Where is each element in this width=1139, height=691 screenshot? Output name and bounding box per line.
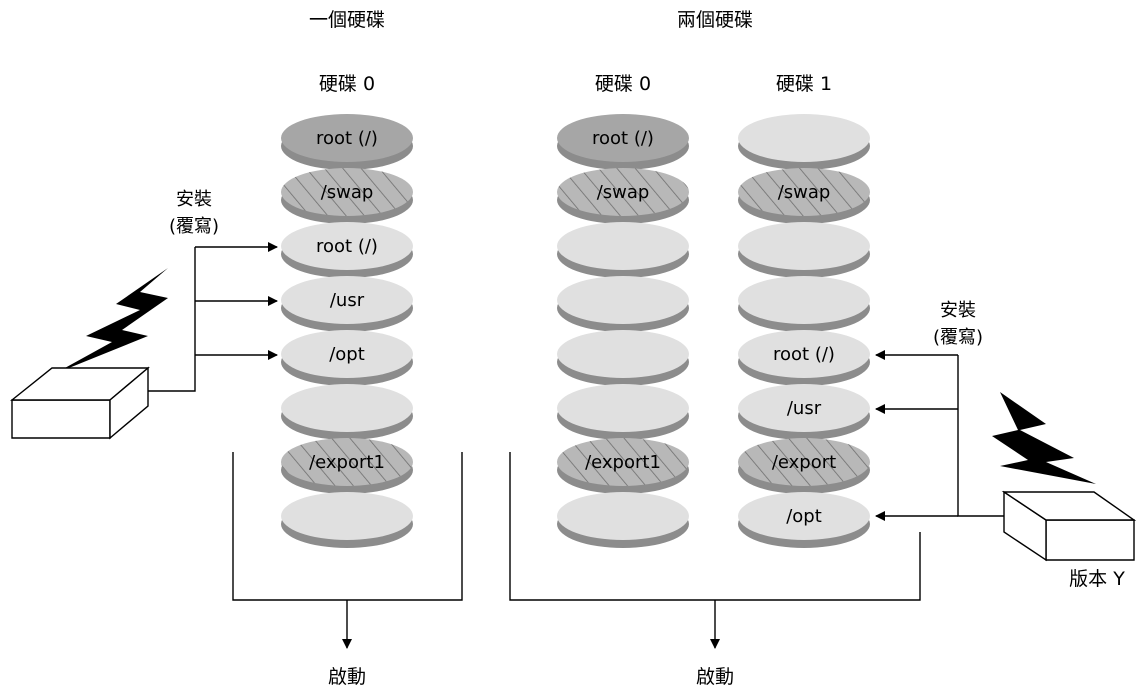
slice-label: /export1: [309, 452, 385, 473]
disk-platter: /opt: [738, 492, 870, 548]
disk-platter: /usr: [738, 384, 870, 440]
disk-platter: /swap: [738, 168, 870, 224]
disk-platter: [557, 384, 689, 440]
platter-face: [738, 384, 870, 432]
slice-label: /swap: [778, 182, 831, 203]
disk-platter: root (/): [281, 222, 413, 278]
disk-label-g1-d0: 硬碟 0: [319, 73, 375, 95]
disk-stack-g2-d0: root (/) /swap/export1: [557, 114, 689, 548]
platter-face: [281, 222, 413, 270]
platter-face: [281, 330, 413, 378]
slice-label: root (/): [773, 344, 835, 365]
disk-platter: root (/): [738, 330, 870, 386]
slice-label: /opt: [786, 506, 822, 527]
platter-hatch: [738, 168, 870, 216]
platter-face: [557, 114, 689, 162]
install-right-sublabel: (覆寫): [933, 327, 983, 348]
platter-face: [738, 330, 870, 378]
boot-bracket-two-disks: [509, 452, 921, 649]
boot-bracket-one-disk: [232, 452, 463, 649]
platter-hatch: [281, 168, 413, 216]
disk-platter: /export1: [281, 438, 413, 494]
platter-hatch: [557, 168, 689, 216]
slice-label: root (/): [592, 128, 654, 149]
install-left-arrows: [148, 242, 278, 392]
platter-face: [557, 330, 689, 378]
disk-platter: /usr: [281, 276, 413, 332]
disk-platter: [557, 276, 689, 332]
disk-platter: [557, 330, 689, 386]
platter-face: [557, 384, 689, 432]
platter-face: [281, 114, 413, 162]
platter-face: [738, 276, 870, 324]
boot-label-two-disks: 啟動: [696, 666, 734, 688]
slice-label: /swap: [597, 182, 650, 203]
platter-hatch: [738, 438, 870, 486]
disk-platter: root (/): [557, 114, 689, 170]
platter-face: [738, 222, 870, 270]
disk-platter: [281, 384, 413, 440]
install-right-label: 安裝: [940, 300, 976, 321]
lightning-bolt-left-icon: [54, 268, 168, 374]
disk-stack-g2-d1: /swap root (/) /usr/export/opt: [738, 114, 870, 548]
slice-label: root (/): [316, 236, 378, 257]
source-box-left-icon: [10, 366, 150, 440]
slice-label: /swap: [321, 182, 374, 203]
disk-platter: [738, 276, 870, 332]
source-right-label: 版本 Y: [1069, 568, 1125, 590]
slice-label: /usr: [330, 290, 365, 311]
disk-platter: [738, 114, 870, 170]
platter-face: [738, 492, 870, 540]
disk-platter: [281, 492, 413, 548]
disk-stack-g1-d0: root (/) /swap root (/) /usr/opt/export1: [281, 114, 413, 548]
disk-platter: /export: [738, 438, 870, 494]
group-title-one-disk: 一個硬碟: [309, 9, 385, 31]
platter-face: [738, 114, 870, 162]
slice-label: root (/): [316, 128, 378, 149]
group-title-two-disks: 兩個硬碟: [677, 9, 753, 31]
disk-platter: root (/): [281, 114, 413, 170]
platter-face: [281, 384, 413, 432]
disk-platter: [557, 222, 689, 278]
source-box-right-icon: [1001, 490, 1137, 562]
platter-face: [281, 276, 413, 324]
platter-face: [557, 276, 689, 324]
disk-platter: /swap: [281, 168, 413, 224]
slice-label: /usr: [787, 398, 822, 419]
platter-face: [557, 222, 689, 270]
slice-label: /export1: [585, 452, 661, 473]
disk-label-g2-d0: 硬碟 0: [595, 73, 651, 95]
install-left-sublabel: (覆寫): [169, 216, 219, 237]
disk-platter: /export1: [557, 438, 689, 494]
slice-label: /export: [772, 452, 836, 473]
disk-platter: [738, 222, 870, 278]
disk-platter: /swap: [557, 168, 689, 224]
disk-label-g2-d1: 硬碟 1: [776, 73, 832, 95]
slice-label: /opt: [329, 344, 365, 365]
disk-platter: /opt: [281, 330, 413, 386]
disk-platter: [557, 492, 689, 548]
platter-hatch: [557, 438, 689, 486]
platter-face: [281, 492, 413, 540]
platter-hatch: [281, 438, 413, 486]
install-right-arrows: [875, 350, 1004, 521]
boot-label-one-disk: 啟動: [328, 666, 366, 688]
platter-face: [557, 492, 689, 540]
install-left-label: 安裝: [176, 189, 212, 210]
lightning-bolt-right-icon: [992, 392, 1096, 484]
